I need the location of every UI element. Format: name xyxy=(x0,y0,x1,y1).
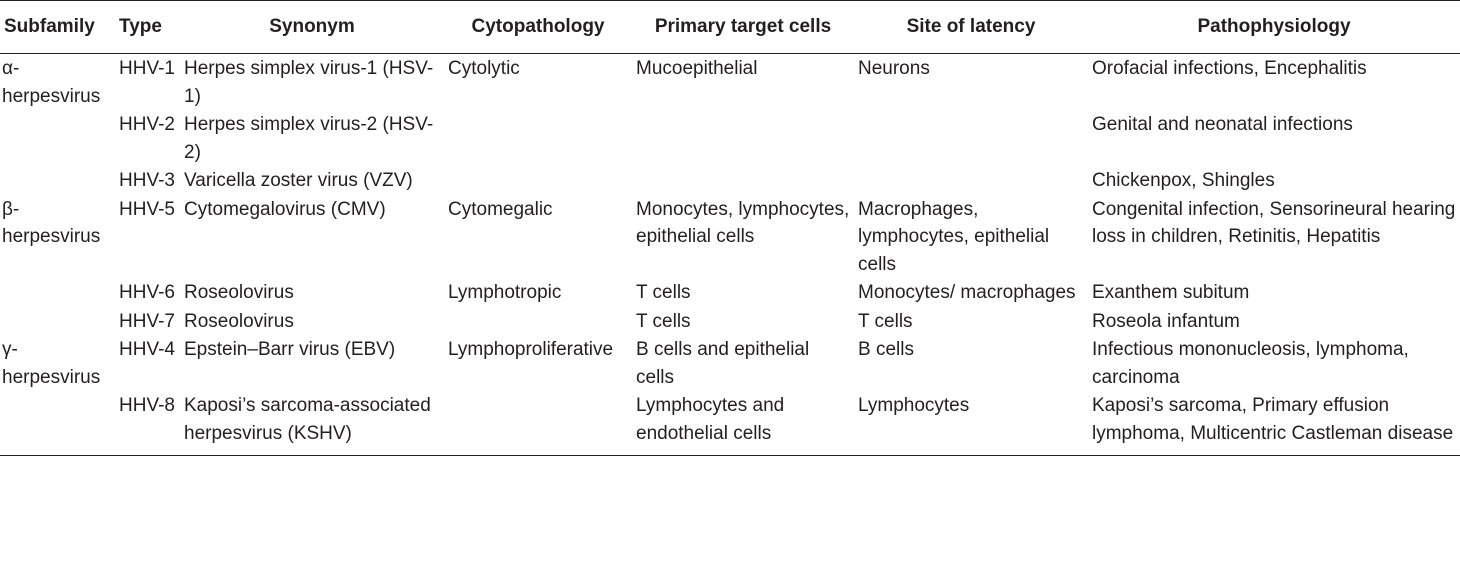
header-type: Type xyxy=(115,0,180,54)
cell-synonym: Roseolovirus xyxy=(184,282,294,303)
cell-primary-target-cells: B cells and epithelial cells xyxy=(636,339,810,388)
table-row: HHV-8 Kaposi’s sarcoma-associated herpes… xyxy=(0,391,1460,456)
cell-pathophysiology: Chickenpox, Shingles xyxy=(1092,170,1275,191)
table-row: α-herpesvirus HHV-1 Herpes simplex virus… xyxy=(0,54,1460,111)
header-pathophysiology: Pathophysiology xyxy=(1088,0,1460,54)
table-row: γ-herpesvirus HHV-4 Epstein–Barr virus (… xyxy=(0,335,1460,391)
table-row: HHV-6 Roseolovirus Lymphotropic T cells … xyxy=(0,278,1460,307)
cell-synonym: Cytomegalovirus (CMV) xyxy=(184,198,386,220)
table-header: Subfamily Type Synonym Cytopathology Pri… xyxy=(0,0,1460,54)
cell-type: HHV-1 xyxy=(119,58,175,79)
cell-subfamily xyxy=(0,110,115,166)
cell-type: HHV-4 xyxy=(119,339,175,360)
cell-type: HHV-8 xyxy=(115,391,180,456)
cell-cytopathology: Lymphotropic xyxy=(448,282,562,303)
cell-site-of-latency: Lymphocytes xyxy=(854,391,1088,456)
cell-pathophysiology: Infectious mononucleosis, lymphoma, carc… xyxy=(1092,339,1409,388)
table-row: β-herpesvirus HHV-5 Cytomegalovirus (CMV… xyxy=(0,195,1460,279)
cell-type: HHV-5 xyxy=(119,198,175,220)
table-row: HHV-3 Varicella zoster virus (VZV) Chick… xyxy=(0,166,1460,195)
cell-cytopathology xyxy=(444,110,632,166)
cell-synonym: Varicella zoster virus (VZV) xyxy=(184,170,413,191)
cell-pathophysiology: Genital and neonatal infections xyxy=(1092,114,1353,135)
cell-type: HHV-2 xyxy=(119,114,175,135)
cell-primary-target-cells: T cells xyxy=(636,282,691,303)
cell-cytopathology: Cytolytic xyxy=(448,58,520,79)
cell-synonym: Epstein–Barr virus (EBV) xyxy=(184,339,396,360)
cell-site-of-latency: T cells xyxy=(858,310,913,332)
herpesvirus-table: Subfamily Type Synonym Cytopathology Pri… xyxy=(0,0,1460,456)
cell-subfamily: γ-herpesvirus xyxy=(2,339,101,388)
table-row: HHV-2 Herpes simplex virus-2 (HSV-2) Gen… xyxy=(0,110,1460,166)
cell-cytopathology: Lymphoproliferative xyxy=(448,339,614,360)
cell-site-of-latency xyxy=(854,166,1088,195)
cell-site-of-latency: Macrophages, lymphocytes, epithelial cel… xyxy=(858,198,1050,275)
header-row: Subfamily Type Synonym Cytopathology Pri… xyxy=(0,0,1460,54)
cell-site-of-latency xyxy=(854,110,1088,166)
cell-site-of-latency: Neurons xyxy=(858,58,930,79)
header-site-of-latency: Site of latency xyxy=(854,0,1088,54)
cell-pathophysiology: Congenital infection, Sensorineural hear… xyxy=(1092,198,1456,248)
table-row: HHV-7 Roseolovirus T cells T cells Roseo… xyxy=(0,307,1460,336)
cell-synonym: Herpes simplex virus-1 (HSV-1) xyxy=(184,58,434,107)
cell-subfamily xyxy=(0,307,115,336)
header-primary-target-cells: Primary target cells xyxy=(632,0,854,54)
cell-site-of-latency: Monocytes/ macrophages xyxy=(858,282,1076,303)
cell-pathophysiology: Kaposi’s sarcoma, Primary effusion lymph… xyxy=(1088,391,1460,456)
cell-type: HHV-3 xyxy=(119,170,175,191)
cell-subfamily xyxy=(0,166,115,195)
cell-site-of-latency: B cells xyxy=(858,339,914,360)
cell-primary-target-cells: Mucoepithelial xyxy=(636,58,758,79)
cell-pathophysiology: Roseola infantum xyxy=(1092,310,1240,332)
header-subfamily: Subfamily xyxy=(0,0,115,54)
cell-subfamily: α-herpesvirus xyxy=(2,58,101,107)
cell-primary-target-cells: T cells xyxy=(636,310,691,332)
cell-cytopathology xyxy=(444,391,632,456)
cell-type: HHV-7 xyxy=(119,310,175,332)
header-synonym: Synonym xyxy=(180,0,444,54)
cell-synonym: Herpes simplex virus-2 (HSV-2) xyxy=(184,114,434,163)
cell-cytopathology xyxy=(444,307,632,336)
cell-primary-target-cells xyxy=(632,110,854,166)
cell-primary-target-cells: Monocytes, lymphocytes, epithelial cells xyxy=(636,198,850,248)
cell-pathophysiology: Orofacial infections, Encephalitis xyxy=(1092,58,1367,79)
cell-synonym: Roseolovirus xyxy=(184,310,294,332)
cell-primary-target-cells: Lymphocytes and endothelial cells xyxy=(632,391,854,456)
table-body: α-herpesvirus HHV-1 Herpes simplex virus… xyxy=(0,54,1460,456)
cell-cytopathology: Cytomegalic xyxy=(448,198,553,220)
cell-primary-target-cells xyxy=(632,166,854,195)
cell-synonym: Kaposi’s sarcoma-associated herpesvirus … xyxy=(180,391,444,456)
header-cytopathology: Cytopathology xyxy=(444,0,632,54)
cell-pathophysiology: Exanthem subitum xyxy=(1092,282,1250,303)
cell-subfamily: β-herpesvirus xyxy=(2,198,101,248)
cell-cytopathology xyxy=(444,166,632,195)
cell-subfamily xyxy=(0,391,115,456)
cell-subfamily xyxy=(0,278,115,307)
cell-type: HHV-6 xyxy=(119,282,175,303)
